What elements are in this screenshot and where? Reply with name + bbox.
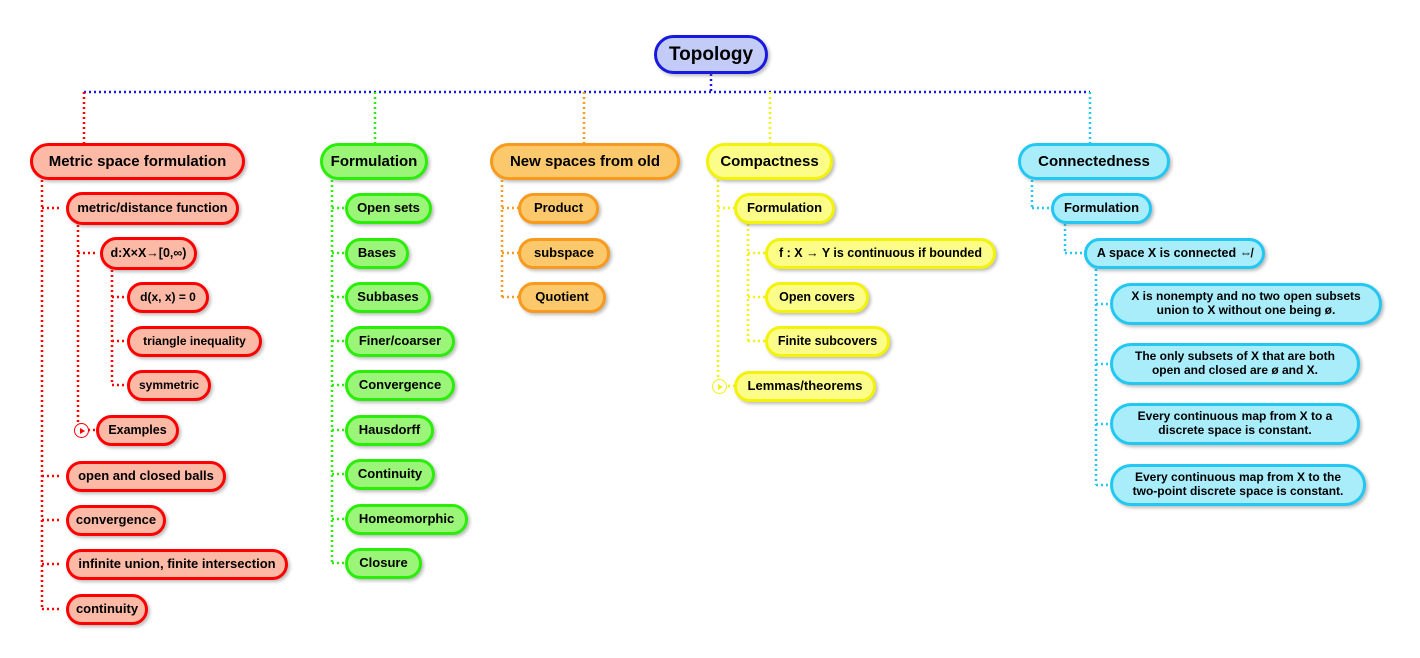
node-x_c1[interactable]: X is nonempty and no two open subsets un…	[1110, 283, 1382, 325]
node-m_dxx[interactable]: d(x, x) = 0	[127, 282, 209, 313]
node-f_haus[interactable]: Hausdorff	[345, 415, 434, 446]
node-c_covers[interactable]: Open covers	[765, 282, 869, 313]
node-c_subcovers[interactable]: Finite subcovers	[765, 326, 890, 357]
node-metric[interactable]: Metric space formulation	[30, 143, 245, 180]
node-f_subbases[interactable]: Subbases	[345, 282, 431, 313]
node-formulation[interactable]: Formulation	[320, 143, 428, 180]
node-f_conv[interactable]: Convergence	[345, 370, 455, 401]
node-n_product[interactable]: Product	[518, 193, 599, 224]
node-c_lemmas[interactable]: Lemmas/theorems	[734, 371, 876, 402]
node-newspaces[interactable]: New spaces from old	[490, 143, 680, 180]
node-x_space[interactable]: A space X is connected ⇎	[1084, 238, 1265, 269]
node-x_c2[interactable]: The only subsets of X that are both open…	[1110, 343, 1360, 385]
node-f_open[interactable]: Open sets	[345, 193, 432, 224]
node-f_homeo[interactable]: Homeomorphic	[345, 504, 468, 535]
node-connectedness[interactable]: Connectedness	[1018, 143, 1170, 180]
node-c_form[interactable]: Formulation	[734, 193, 835, 224]
expand-collapse-icon[interactable]	[74, 423, 89, 438]
node-x_c3[interactable]: Every continuous map from X to a discret…	[1110, 403, 1360, 445]
node-f_finer[interactable]: Finer/coarser	[345, 326, 455, 357]
node-x_form[interactable]: Formulation	[1051, 193, 1152, 224]
node-c_fxy[interactable]: f : X → Y is continuous if bounded	[765, 238, 996, 269]
node-f_cont[interactable]: Continuity	[345, 459, 435, 490]
node-n_subspace[interactable]: subspace	[518, 238, 610, 269]
node-m_metricfn[interactable]: metric/distance function	[66, 192, 239, 225]
node-m_cont[interactable]: continuity	[66, 594, 148, 625]
node-m_tri[interactable]: triangle inequality	[127, 326, 262, 357]
node-m_balls[interactable]: open and closed balls	[66, 461, 226, 492]
expand-collapse-icon[interactable]	[712, 379, 727, 394]
root-node-topology[interactable]: Topology	[654, 35, 768, 74]
node-f_closure[interactable]: Closure	[345, 548, 422, 579]
node-m_d[interactable]: d:X×X→[0,∞)	[100, 237, 197, 270]
node-m_conv[interactable]: convergence	[66, 505, 166, 536]
node-m_sym[interactable]: symmetric	[127, 370, 211, 401]
node-f_bases[interactable]: Bases	[345, 238, 409, 269]
node-m_examples[interactable]: Examples	[96, 415, 179, 446]
node-compactness[interactable]: Compactness	[706, 143, 833, 180]
node-n_quotient[interactable]: Quotient	[518, 282, 606, 313]
node-x_c4[interactable]: Every continuous map from X to the two-p…	[1110, 464, 1366, 506]
node-m_union[interactable]: infinite union, finite intersection	[66, 549, 288, 580]
